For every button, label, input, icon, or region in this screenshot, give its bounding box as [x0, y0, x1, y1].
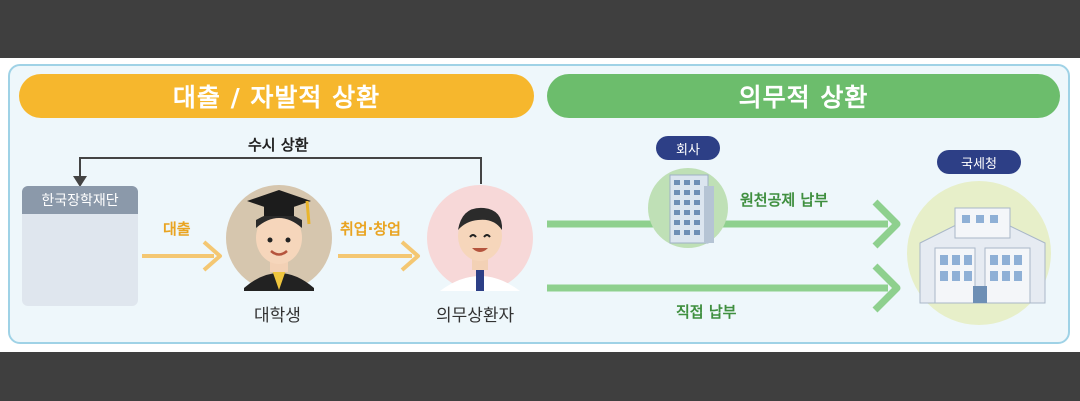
graduate-avatar-icon [226, 185, 332, 291]
direct-payment-label: 직접 납부 [676, 303, 737, 321]
foundation-name: 한국장학재단 [22, 186, 138, 214]
worker-avatar-icon [427, 185, 533, 291]
nts-badge: 국세청 [937, 150, 1021, 174]
diagram-graphics [50, 157, 1051, 325]
diagram-stage: 대출 / 자발적 상환 의무적 상환 [0, 58, 1080, 352]
direct-payment-arrow [547, 263, 901, 313]
voluntary-repayment-label: 수시 상환 [248, 136, 309, 154]
voluntary-repayment-arrow [73, 157, 482, 187]
obligated-repayer-label: 의무상환자 [436, 306, 515, 326]
government-building-icon [907, 181, 1051, 325]
company-badge: 회사 [656, 136, 720, 160]
employment-label: 취업·창업 [340, 220, 401, 238]
withholding-payment-label: 원천공제 납부 [740, 191, 829, 209]
banner-mandatory: 의무적 상환 [547, 74, 1060, 118]
loan-arrow [142, 240, 222, 272]
loan-label: 대출 [163, 220, 191, 238]
banner-loan-voluntary: 대출 / 자발적 상환 [19, 74, 534, 118]
employment-arrow [338, 240, 420, 272]
foundation-card: 한국장학재단 [22, 186, 138, 306]
office-building-icon [648, 168, 728, 248]
student-label: 대학생 [254, 306, 301, 326]
